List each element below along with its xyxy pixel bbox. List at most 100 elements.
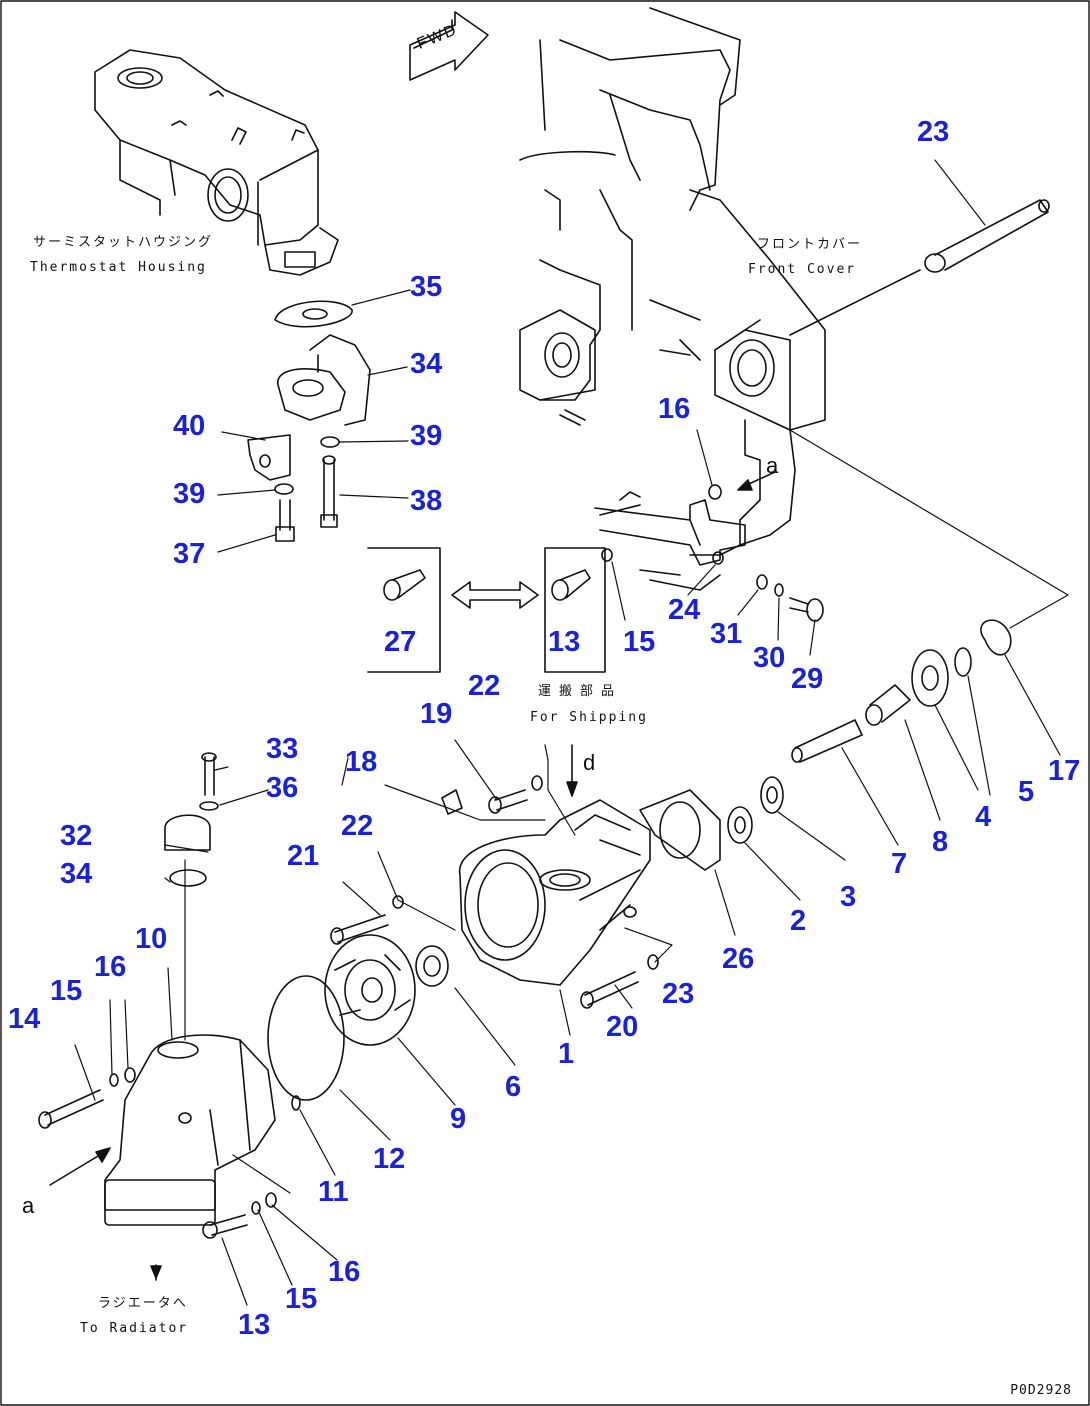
spacer-8-part bbox=[865, 684, 911, 726]
shipping-caption-jp: 運搬部品 bbox=[538, 684, 623, 699]
callout-7: 7 bbox=[891, 848, 908, 880]
bolt-21-part bbox=[330, 914, 389, 945]
callout-23: 23 bbox=[662, 978, 695, 1010]
callout-15-left: 15 bbox=[50, 975, 83, 1007]
bolt-20-part bbox=[580, 971, 639, 1009]
plug-18-part bbox=[441, 789, 463, 815]
callout-25: 26 bbox=[722, 943, 755, 975]
callout-28: 30 bbox=[753, 642, 786, 674]
callout-3: 3 bbox=[840, 881, 857, 913]
circlip-17-part bbox=[980, 619, 1012, 656]
view-marker-a-top: a bbox=[766, 453, 779, 478]
callout-38: 38 bbox=[410, 485, 443, 517]
callout-5: 5 bbox=[1018, 776, 1035, 808]
bolt-26-part bbox=[383, 569, 426, 601]
engine-block-outline bbox=[519, 7, 826, 556]
callout-16-top: 16 bbox=[658, 393, 691, 425]
callout-32: 34 bbox=[60, 858, 93, 890]
callout-16-left: 16 bbox=[94, 951, 127, 983]
washer-15-bottom-part bbox=[251, 1201, 261, 1215]
callout-24: 24 bbox=[668, 594, 701, 626]
mounting-bracket-part bbox=[594, 484, 746, 591]
callout-21: 21 bbox=[287, 840, 320, 872]
bolt-37-part bbox=[275, 499, 295, 542]
drawing-code: P0D2928 bbox=[1010, 1383, 1072, 1398]
gasket-25-part bbox=[639, 789, 721, 871]
washer-28-part bbox=[774, 583, 784, 597]
fwd-arrow-icon bbox=[409, 11, 489, 81]
bolt-27-part bbox=[789, 597, 824, 622]
callout-22-lower: 22 bbox=[341, 810, 374, 842]
seal-6-part bbox=[415, 945, 449, 987]
arrow-d-icon bbox=[566, 744, 578, 797]
callout-33: 33 bbox=[266, 733, 299, 765]
bolt-33-part bbox=[201, 752, 217, 796]
double-arrow-icon bbox=[451, 581, 539, 609]
washer-39-lower-part bbox=[274, 483, 294, 495]
callout-36: 35 bbox=[410, 271, 443, 303]
washer-16-left-part bbox=[124, 1067, 136, 1083]
bolt-14-part bbox=[38, 1089, 104, 1129]
arrow-to-radiator-icon bbox=[150, 1264, 162, 1281]
bolt-38-part bbox=[320, 455, 338, 528]
callout-15-top: 15 bbox=[623, 626, 656, 658]
bracket-40-part bbox=[247, 434, 291, 481]
bearing-4-part bbox=[911, 649, 949, 707]
callout-37: 37 bbox=[173, 538, 206, 570]
callout-34: 36 bbox=[266, 772, 299, 804]
shaft-7-part bbox=[791, 719, 863, 763]
view-marker-d: d bbox=[583, 750, 596, 775]
bolt-13-shipping-part bbox=[551, 569, 591, 601]
callout-9: 9 bbox=[450, 1103, 467, 1135]
o-ring-11-part bbox=[291, 1095, 301, 1111]
callout-14: 14 bbox=[8, 1003, 41, 1035]
radiator-caption-en: To Radiator bbox=[80, 1321, 189, 1336]
callout-30: 23 bbox=[917, 116, 950, 148]
leader-lines bbox=[74, 159, 1069, 1306]
callout-40: 40 bbox=[173, 410, 206, 442]
washer-22-upper-part bbox=[531, 775, 543, 791]
callout-26: 27 bbox=[384, 626, 417, 658]
callout-27: 29 bbox=[791, 663, 824, 695]
callout-39-upper: 39 bbox=[410, 420, 443, 452]
front-cover-caption-jp: フロントカバー bbox=[757, 237, 863, 252]
water-elbow-10-part bbox=[104, 1034, 276, 1226]
callout-13-bottom: 13 bbox=[238, 1309, 271, 1341]
callout-17: 17 bbox=[1048, 755, 1081, 787]
callout-35: 34 bbox=[410, 348, 443, 380]
callout-29: 31 bbox=[710, 618, 743, 650]
callout-2: 2 bbox=[790, 905, 807, 937]
bearing-3-part bbox=[760, 776, 784, 814]
callout-13-shipping: 13 bbox=[548, 626, 581, 658]
bolt-13-bottom-part bbox=[202, 1214, 248, 1239]
washer-16-bottom-part bbox=[265, 1192, 277, 1208]
gasket-36-part bbox=[274, 300, 353, 328]
shipping-caption-en: For Shipping bbox=[530, 710, 648, 725]
callout-1: 1 bbox=[558, 1038, 575, 1070]
seal-2-part bbox=[727, 806, 753, 844]
arrow-a-top-icon bbox=[737, 471, 776, 491]
snap-ring-5-part bbox=[954, 647, 972, 677]
thermostat-housing-part bbox=[94, 49, 339, 276]
arrow-a-elbow-icon bbox=[49, 1147, 111, 1186]
front-cover-caption-en: Front Cover bbox=[748, 262, 857, 277]
callout-20: 20 bbox=[606, 1011, 639, 1043]
pump-housing-1-part bbox=[459, 799, 651, 986]
washer-39-upper-part bbox=[320, 436, 340, 448]
callout-19: 19 bbox=[420, 698, 453, 730]
callout-16-bottom: 16 bbox=[328, 1256, 361, 1288]
thermostat-caption-en: Thermostat Housing bbox=[30, 260, 207, 275]
callout-39-lower: 39 bbox=[173, 478, 206, 510]
impeller-9-part bbox=[324, 934, 416, 1046]
washer-15-left-part bbox=[109, 1073, 119, 1087]
callout-15-bottom: 15 bbox=[285, 1283, 318, 1315]
radiator-caption-jp: ラジエータへ bbox=[98, 1296, 188, 1311]
bolt-19-part bbox=[488, 789, 528, 814]
callout-4: 4 bbox=[975, 801, 992, 833]
washer-29-part bbox=[756, 574, 768, 590]
callout-11: 11 bbox=[318, 1176, 349, 1208]
callout-10: 10 bbox=[135, 923, 168, 955]
